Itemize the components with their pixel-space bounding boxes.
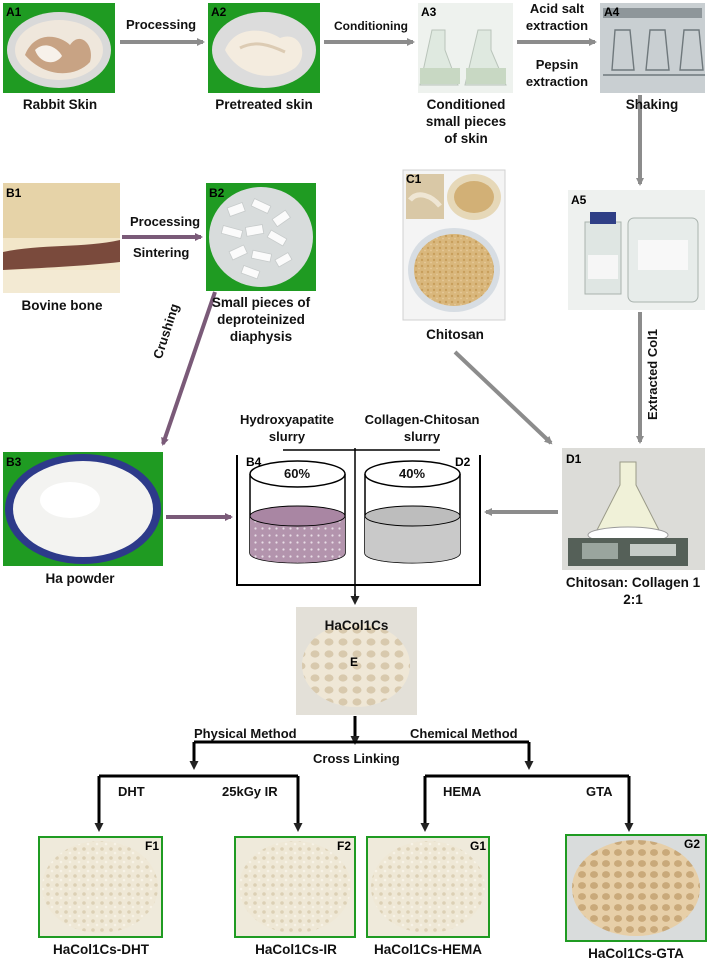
label-cross-linking: Cross Linking xyxy=(313,751,400,766)
label-ha-percent: 60% xyxy=(284,466,311,481)
scaffold-title: HaCol1Cs xyxy=(324,618,389,633)
caption-pretreated-skin: Pretreated skin xyxy=(215,97,313,112)
label-processing: Processing xyxy=(126,17,197,32)
tag-a2: A2 xyxy=(211,5,227,19)
label-acid-salt-extraction: Acid salt extraction xyxy=(525,1,589,33)
photo-hacol1cs-scaffold xyxy=(296,607,417,715)
photo-shaking xyxy=(600,3,705,93)
slurry-mixing-diagram xyxy=(236,448,481,600)
caption-chitosan: Chitosan xyxy=(426,327,484,342)
tag-b1: B1 xyxy=(6,186,22,200)
label-25kgy-ir: 25kGy IR xyxy=(222,784,278,799)
caption-rabbit-skin: Rabbit Skin xyxy=(22,97,98,112)
caption-bovine-bone: Bovine bone xyxy=(21,298,103,313)
caption-chitosan-collagen: Chitosan: Collagen 1 2:1 xyxy=(565,575,701,607)
photo-bone-pieces xyxy=(206,183,316,291)
photo-chitosan-collagen-mix xyxy=(562,448,705,570)
tag-a3: A3 xyxy=(421,5,437,19)
photo-chitosan xyxy=(402,169,506,321)
photo-conditioned-skin xyxy=(418,3,513,93)
label-conditioning: Conditioning xyxy=(334,19,408,33)
label-gta: GTA xyxy=(586,784,613,799)
label-col-percent: 40% xyxy=(399,466,426,481)
arrow-crushing xyxy=(161,291,217,446)
photo-rabbit-skin xyxy=(3,3,115,93)
tag-f1: F1 xyxy=(145,839,160,853)
label-pepsin-extraction: Pepsin extraction xyxy=(525,57,589,89)
tag-f2: F2 xyxy=(337,839,352,853)
label-hydroxyapatite-slurry: Hydroxyapatite slurry xyxy=(240,412,334,444)
tag-b2: B2 xyxy=(209,186,225,200)
label-dht: DHT xyxy=(118,784,145,799)
photo-hacol1cs-hema xyxy=(366,836,490,938)
arrow-chitosan-to-d1 xyxy=(453,350,553,445)
caption-hacol1cs-dht: HaCol1Cs-DHT xyxy=(52,942,149,957)
photo-extracted-collagen-bottles xyxy=(568,190,705,310)
tag-d2: D2 xyxy=(455,455,471,469)
crosslinking-tree xyxy=(94,716,634,832)
tag-a4: A4 xyxy=(604,5,620,19)
caption-hacol1cs-gta: HaCol1Cs-GTA xyxy=(588,946,684,961)
label-extracted-col1: Extracted Col1 xyxy=(645,328,660,420)
tag-b4: B4 xyxy=(246,455,262,469)
caption-bone-pieces: Small pieces of deproteinized diaphysis xyxy=(211,295,311,344)
caption-hacol1cs-ir: HaCol1Cs-IR xyxy=(255,942,337,957)
photo-pretreated-skin xyxy=(208,3,320,93)
tag-b3: B3 xyxy=(6,455,22,469)
label-hema: HEMA xyxy=(443,784,482,799)
photo-hacol1cs-ir xyxy=(234,836,356,938)
photo-hacol1cs-dht xyxy=(38,836,163,938)
label-sintering: Sintering xyxy=(133,245,190,260)
label-chemical-method: Chemical Method xyxy=(410,726,518,741)
label-physical-method: Physical Method xyxy=(194,726,297,741)
label-collagen-chitosan-slurry: Collagen-Chitosan slurry xyxy=(364,412,480,444)
photo-hacol1cs-gta xyxy=(565,834,707,942)
tag-c1: C1 xyxy=(406,172,422,186)
caption-conditioned-skin: Conditioned small pieces of skin xyxy=(425,97,507,146)
caption-hacol1cs-hema: HaCol1Cs-HEMA xyxy=(373,942,482,957)
tag-g1: G1 xyxy=(470,839,487,853)
label-bone-processing: Processing xyxy=(130,214,201,229)
photo-ha-powder xyxy=(3,452,163,566)
tag-a5: A5 xyxy=(571,193,587,207)
tag-d1: D1 xyxy=(566,452,582,466)
tag-g2: G2 xyxy=(684,837,701,851)
caption-shaking: Shaking xyxy=(625,97,679,112)
photo-bovine-bone xyxy=(3,183,120,293)
tag-a1: A1 xyxy=(6,5,22,19)
caption-ha-powder: Ha powder xyxy=(45,571,115,586)
tag-e: E xyxy=(350,655,359,669)
